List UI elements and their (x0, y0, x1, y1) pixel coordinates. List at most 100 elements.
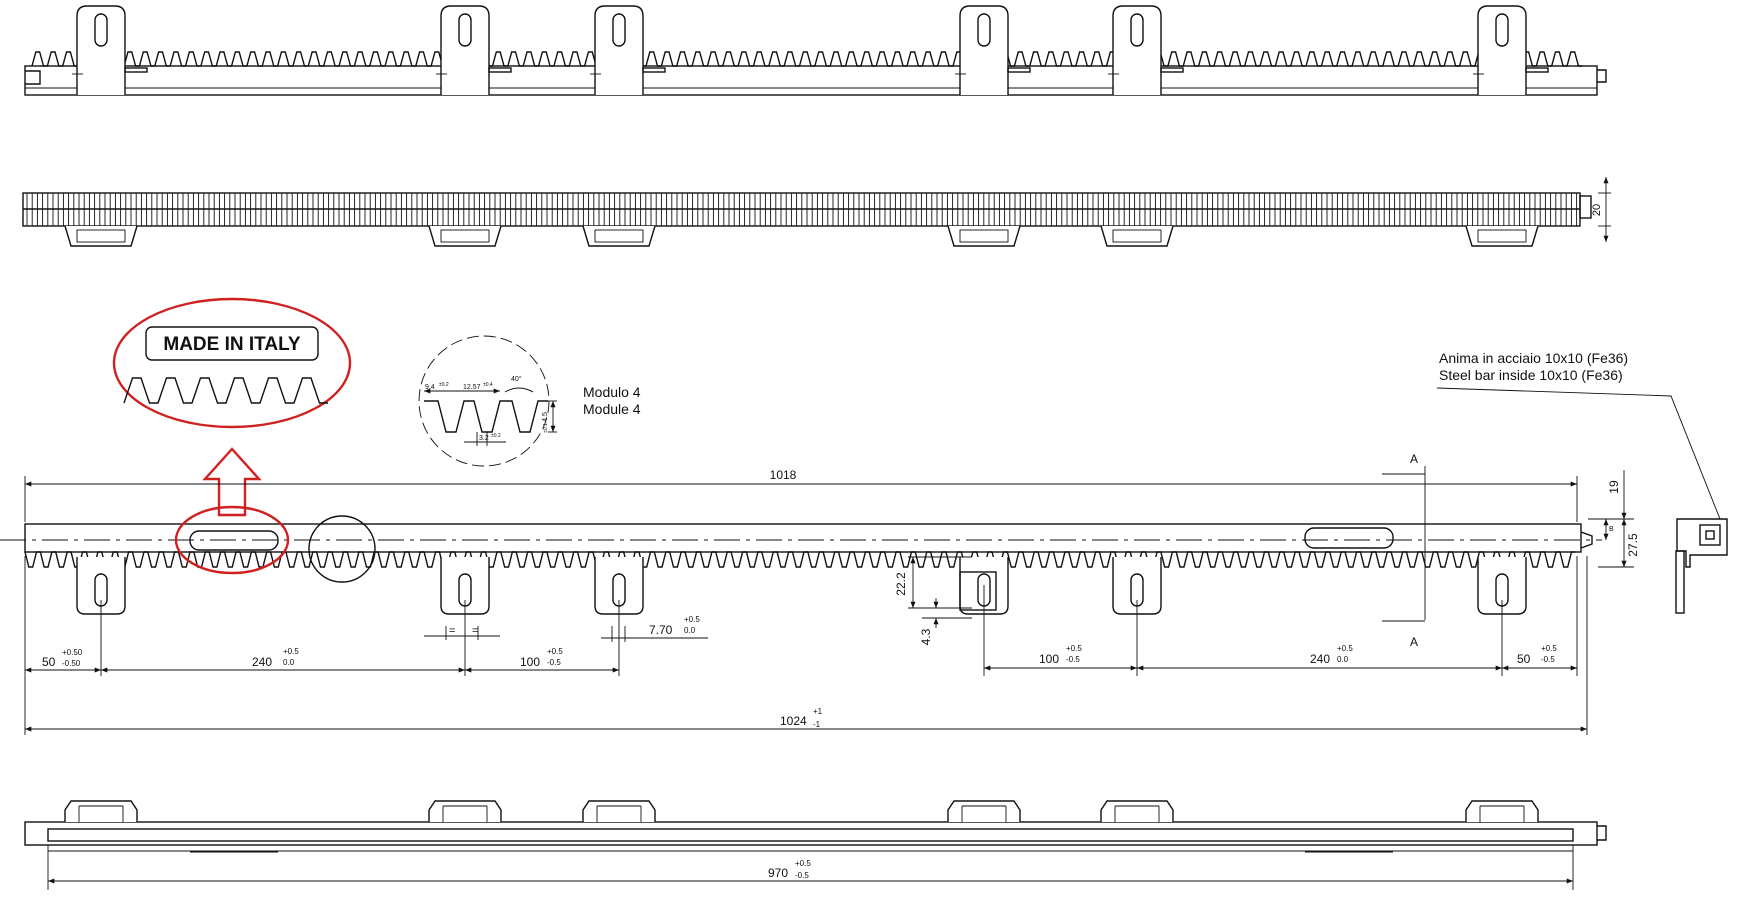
rack-ribs-plan-view (23, 193, 1580, 226)
mounting-bracket (76, 5, 126, 95)
lug-inner (594, 229, 644, 243)
mounting-bracket (440, 5, 490, 95)
dim-left-50: 50 (42, 655, 56, 669)
dim-right-240: 240 (1310, 652, 1330, 666)
plan-view: 20 (22, 177, 1611, 247)
dim-970: 970 +0.5 -0.5 (47, 845, 1574, 890)
steel-bar-note: Anima in acciaio 10x10 (Fe36) Steel bar … (1436, 350, 1727, 535)
bracket-tab (642, 67, 666, 73)
dim-1024-tol-down: -1 (813, 720, 821, 729)
bracket-slot (94, 13, 108, 47)
lug-inner (1112, 229, 1162, 243)
dim-right-100-tol-up: +0.5 (1066, 644, 1082, 653)
tooth-root-width: 3.2 (479, 435, 489, 442)
mounting-bracket (428, 800, 502, 822)
steel-bar-label-en: Steel bar inside 10x10 (Fe36) (1439, 367, 1623, 383)
tooth-pitch-b: 12.57 (463, 384, 481, 391)
dim-left-100: 100 (520, 655, 540, 669)
tooth-height-tol: ±0.1 (543, 423, 549, 433)
tooth-profile (24, 551, 1576, 568)
mounting-bracket (959, 5, 1009, 95)
mounting-lugs-plan-view (64, 225, 1539, 247)
dim-1024: 1024 +1 -1 (25, 556, 1588, 735)
dim-slot-770: 7.70 (649, 623, 673, 637)
made-in-italy-teeth (123, 377, 328, 404)
dim-slot-details: = = 7.70 +0.5 0.0 (424, 615, 708, 642)
dim-vertical-center: 22.2 4.3 (894, 556, 972, 645)
tooth-profile (31, 51, 1583, 67)
tooth-profile-detail: 9.4 ±0.2 12.57 ±0.4 40° 3.2 ±0.2 4.5 ±0.… (418, 335, 641, 467)
mounting-bracket (64, 800, 138, 822)
module-label-en: Module 4 (583, 401, 641, 417)
dim-side-275: 27.5 (1626, 533, 1640, 557)
front-view: A A (0, 452, 1602, 649)
lug-inner (440, 229, 490, 243)
bracket-tab (124, 67, 148, 73)
dim-slot-770-tol-down: 0.0 (684, 626, 696, 635)
mounting-lug (947, 225, 1021, 247)
tooth-height: 4.5 (542, 412, 549, 422)
dim-left-240: 240 (252, 655, 272, 669)
dim-right-50-tol-up: +0.5 (1541, 644, 1557, 653)
module-label-it: Modulo 4 (583, 384, 641, 400)
mounting-bracket (1465, 800, 1539, 822)
dim-chain-right: 100 +0.5 -0.5 240 +0.5 0.0 50 +0.5 -0.5 (983, 556, 1578, 676)
mounting-lug (1100, 225, 1174, 247)
bracket-tab (1525, 67, 1549, 73)
dim-equal-a: = (449, 625, 455, 637)
mounting-bracket (947, 800, 1021, 822)
mounting-bracket (1477, 5, 1527, 95)
lug-inner (959, 229, 1009, 243)
mounting-brackets-section-view (64, 800, 1539, 822)
dim-equal-b: = (472, 625, 478, 637)
mounting-brackets-top-view (72, 5, 1549, 95)
hidden-slot-outline (959, 571, 997, 611)
dim-1018: 1018 (24, 468, 1578, 522)
lug-inner (76, 229, 126, 243)
dim-970-text: 970 (768, 866, 788, 880)
dim-height-20: 20 (1591, 204, 1603, 216)
tooth-angle: 40° (511, 375, 522, 383)
mounting-bracket (1112, 5, 1162, 95)
dim-970-tol-up: +0.5 (795, 859, 811, 868)
dim-left-100-tol-up: +0.5 (547, 647, 563, 656)
dim-1024-tol-up: +1 (813, 707, 823, 716)
made-in-italy-detail: MADE IN ITALY (112, 297, 352, 517)
section-a-bottom: A (1410, 635, 1418, 649)
tooth-profile (123, 377, 328, 404)
section-view (24, 800, 1607, 853)
tooth-pitch-a-tol: ±0.2 (439, 382, 449, 388)
dim-right-100-tol-down: -0.5 (1066, 655, 1080, 664)
dim-970-tol-down: -0.5 (795, 871, 809, 880)
dim-left-100-tol-down: -0.5 (547, 658, 561, 667)
mounting-bracket (1100, 800, 1174, 822)
lug-inner (1477, 229, 1527, 243)
dim-side-19: 19 (1607, 480, 1621, 494)
dim-right-240-tol-up: +0.5 (1337, 644, 1353, 653)
rack-teeth-top-view (31, 51, 1583, 67)
dim-left-240-tol-up: +0.5 (283, 647, 299, 656)
mounting-lug (1465, 225, 1539, 247)
dim-left-240-tol-down: 0.0 (283, 658, 295, 667)
tooth-pitch-b-tol: ±0.4 (483, 382, 493, 388)
bracket-tab (1160, 67, 1184, 73)
section-a-top: A (1410, 452, 1418, 466)
made-in-italy-label: MADE IN ITALY (163, 334, 301, 355)
dim-right-50-tol-down: -0.5 (1541, 655, 1555, 664)
dim-left-50-tol-down: -0.50 (62, 659, 81, 668)
dim-right-50: 50 (1517, 652, 1531, 666)
dim-1024-text: 1024 (780, 714, 807, 728)
dim-chain-left: 50 +0.50 -0.50 240 +0.5 0.0 100 +0.5 -0.… (24, 556, 620, 735)
steel-bar-label-it: Anima in acciaio 10x10 (Fe36) (1439, 350, 1628, 366)
mounting-bracket (594, 5, 644, 95)
mounting-lug (64, 225, 138, 247)
dim-right-240-tol-down: 0.0 (1337, 655, 1349, 664)
side-section-view: 19 27.5 B (1588, 470, 1728, 614)
section-b: B (1609, 526, 1614, 533)
bracket-slot (458, 13, 472, 47)
dim-right-100: 100 (1039, 652, 1059, 666)
bracket-slot (1130, 13, 1144, 47)
tooth-root-tol: ±0.2 (491, 433, 501, 439)
mounting-lug (582, 225, 656, 247)
